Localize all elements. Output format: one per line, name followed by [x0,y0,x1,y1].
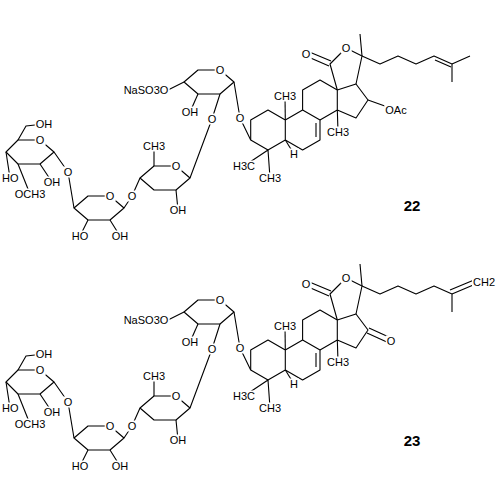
atom-label: OH [43,407,62,418]
atom-label: O [207,114,218,125]
atom-label: HO [71,461,90,472]
atom-label: CH3 [273,91,297,102]
atom-label: O [341,273,352,284]
atom-label: OH [181,107,200,118]
atom-label: O [35,365,46,376]
atom-label: O [63,167,74,178]
atom-label: O [386,336,397,347]
atom-label: OH [169,435,188,446]
atom-label: O [35,135,46,146]
atom-label: OH [169,205,188,216]
atom-label: HO [1,173,20,184]
atom-label: O [235,113,246,124]
atom-label: OH [35,119,54,130]
atom-label: OH [181,337,200,348]
atom-label: O [171,161,182,172]
atom-label: CH3 [142,371,166,382]
atom-label: OAc [384,105,407,116]
atom-label: CH3 [326,127,350,138]
atom-label: O [105,191,116,202]
atom-label: O [127,421,138,432]
atom-label: CH3 [326,357,350,368]
atom-label: HO [1,403,20,414]
atom-label: O [301,49,312,60]
atom-label: CH3 [258,403,282,414]
atom-label: O [235,343,246,354]
atom-label: OH [111,461,130,472]
atom-label: OH [43,177,62,188]
compound-number: 23 [403,433,422,448]
atom-label: CH3 [258,173,282,184]
atom-label: NaSO3O [123,315,170,326]
atom-label: O [171,391,182,402]
atom-label: OH [111,231,130,242]
atom-label: O [105,421,116,432]
atom-label: OCH3 [14,189,47,200]
compound-22-skeleton [6,34,470,236]
atom-label: H3C [232,391,256,402]
atom-label: O [301,279,312,290]
atom-label: CH3 [142,141,166,152]
compound-23-skeleton [6,264,478,466]
atom-label: H3C [232,161,256,172]
atom-label: O [207,344,218,355]
atom-label: O [215,295,226,306]
atom-label: OH [35,349,54,360]
atom-label: H [289,149,299,160]
compound-number: 22 [403,198,422,213]
atom-label: CH2 [472,277,496,288]
atom-label: O [215,65,226,76]
atom-label: H [289,379,299,390]
atom-label: O [127,191,138,202]
atom-label: O [63,397,74,408]
atom-label: CH3 [273,321,297,332]
atom-label: HO [71,231,90,242]
atom-label: OCH3 [14,419,47,430]
atom-label: NaSO3O [123,85,170,96]
atom-label: O [341,43,352,54]
